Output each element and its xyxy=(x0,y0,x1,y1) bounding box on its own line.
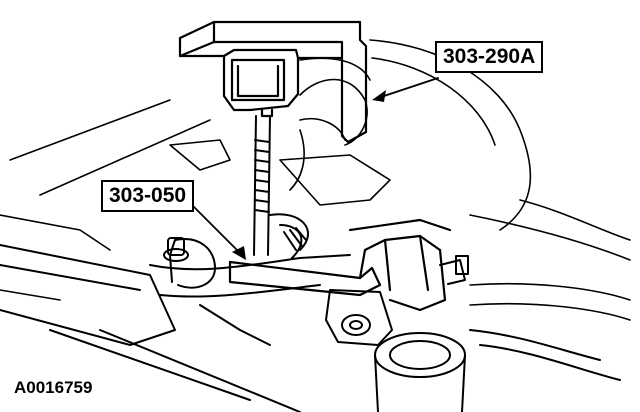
figure-id: A0016759 xyxy=(14,378,93,397)
tool-303-290A-bracket xyxy=(178,20,368,144)
tool-303-050-lever xyxy=(228,218,452,312)
hub-cylinder xyxy=(374,329,621,412)
callout-303-050: 303-050 xyxy=(101,180,195,212)
background-outline xyxy=(0,39,631,321)
leader-lines xyxy=(191,77,439,256)
frame-beam xyxy=(0,244,301,412)
leader-arrowheads xyxy=(232,90,386,260)
ball-joint xyxy=(325,255,469,346)
callout-303-290A: 303-290A xyxy=(435,41,544,73)
coil-spring xyxy=(269,213,310,259)
threaded-rod xyxy=(253,115,271,256)
